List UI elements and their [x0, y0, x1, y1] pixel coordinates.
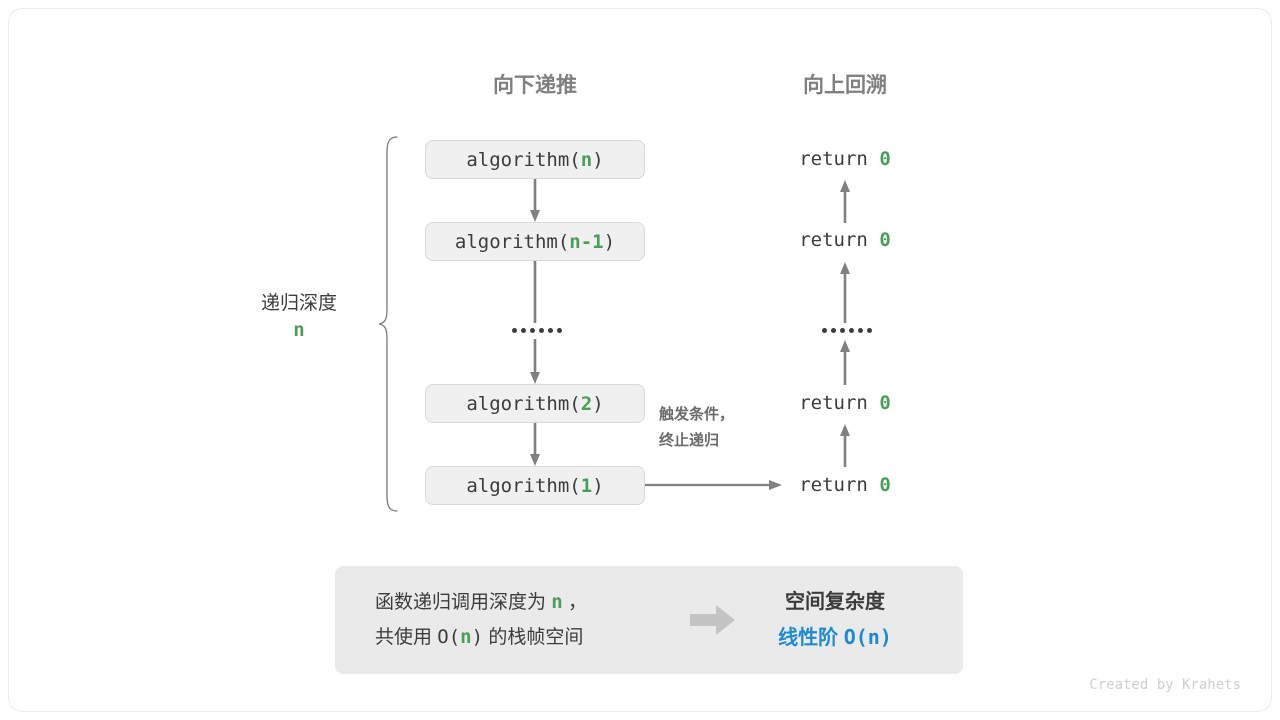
return-row-2-value: 0	[879, 392, 891, 414]
call-box-1-name: algorithm(	[454, 230, 570, 253]
return-row-3-keyword: return	[799, 474, 880, 496]
summary-line1-suffix: ，	[562, 592, 588, 613]
return-row-3: return 0	[765, 474, 925, 496]
left-column-ellipsis	[512, 328, 562, 333]
summary-conclusion-title: 空间复杂度	[785, 591, 885, 613]
up-arrow-0-icon	[840, 180, 850, 223]
summary-description-line2: 共使用 O(n) 的栈帧空间	[375, 620, 587, 655]
up-arrow-2-icon	[840, 340, 850, 385]
down-arrow-0-icon	[530, 179, 540, 222]
call-box-1: algorithm(n-1)	[425, 222, 645, 261]
summary-description: 函数递归调用深度为 n ， 共使用 O(n) 的栈帧空间	[375, 585, 587, 655]
summary-line1-prefix: 函数递归调用深度为	[375, 592, 552, 613]
call-box-3-name: algorithm(	[466, 474, 581, 497]
right-block-arrow-icon	[690, 605, 735, 635]
return-row-2-keyword: return	[799, 392, 880, 414]
down-arrow-3-icon	[530, 423, 540, 466]
return-row-3-value: 0	[879, 474, 891, 496]
column-header-upward: 向上回溯	[803, 74, 887, 97]
down-arrow-1-icon	[533, 261, 537, 323]
recursion-depth-text: 递归深度	[260, 293, 337, 314]
call-box-1-close: )	[603, 230, 616, 253]
call-box-2-arg: 2	[580, 392, 593, 415]
return-row-0-keyword: return	[799, 148, 880, 170]
call-box-1-arg: n-1	[569, 230, 604, 253]
summary-line2-paren: )	[471, 626, 484, 648]
call-box-2-close: )	[592, 392, 604, 415]
column-header-downward: 向下递推	[493, 74, 577, 97]
summary-line2-suffix: 的栈帧空间	[483, 627, 584, 648]
summary-conclusion-value-order: 线性阶	[778, 627, 844, 649]
return-row-1-value: 0	[879, 229, 891, 251]
terminate-annotation-line1: 触发条件，	[659, 406, 735, 423]
recursion-depth-value: n	[293, 319, 305, 341]
return-row-2: return 0	[765, 392, 925, 414]
summary-conclusion-value-bigo: O(n)	[843, 625, 892, 649]
depth-brace-icon	[378, 136, 398, 512]
return-row-0: return 0	[765, 148, 925, 170]
footer-credit: Created by Krahets	[1089, 677, 1241, 693]
return-row-1-keyword: return	[799, 229, 880, 251]
recursion-depth-label: 递归深度 n	[219, 290, 379, 344]
terminate-arrow-icon	[645, 480, 782, 490]
call-box-0: algorithm(n)	[425, 140, 645, 179]
summary-line2-prefix: 共使用	[375, 627, 438, 648]
summary-conclusion: 空间复杂度 线性阶 O(n)	[735, 585, 935, 656]
summary-line1-n: n	[551, 591, 563, 613]
summary-description-line1: 函数递归调用深度为 n ，	[375, 585, 587, 620]
call-box-2-name: algorithm(	[466, 392, 581, 415]
return-row-0-value: 0	[879, 148, 891, 170]
up-arrow-3-icon	[840, 424, 850, 467]
right-column-ellipsis	[822, 328, 872, 333]
call-box-2: algorithm(2)	[425, 384, 645, 423]
call-box-3: algorithm(1)	[425, 466, 645, 505]
diagram-card: 向下递推 向上回溯 递归深度 n algorithm(n) algorithm(…	[8, 8, 1272, 712]
call-box-3-close: )	[592, 474, 604, 497]
call-box-0-arg: n	[580, 148, 593, 171]
terminate-annotation-line2: 终止递归	[659, 432, 720, 449]
summary-line2-bigo: O(	[437, 626, 461, 648]
call-box-0-close: )	[592, 148, 604, 171]
terminate-annotation: 触发条件， 终止递归	[659, 402, 734, 454]
summary-panel: 函数递归调用深度为 n ， 共使用 O(n) 的栈帧空间 空间复杂度 线性阶 O…	[335, 566, 963, 674]
return-row-1: return 0	[765, 229, 925, 251]
down-arrow-2-icon	[530, 339, 540, 384]
summary-line2-n: n	[460, 626, 472, 648]
up-arrow-1-icon	[840, 262, 850, 323]
call-box-3-arg: 1	[580, 474, 593, 497]
call-box-0-name: algorithm(	[466, 148, 581, 171]
summary-conclusion-value: 线性阶 O(n)	[735, 620, 935, 656]
